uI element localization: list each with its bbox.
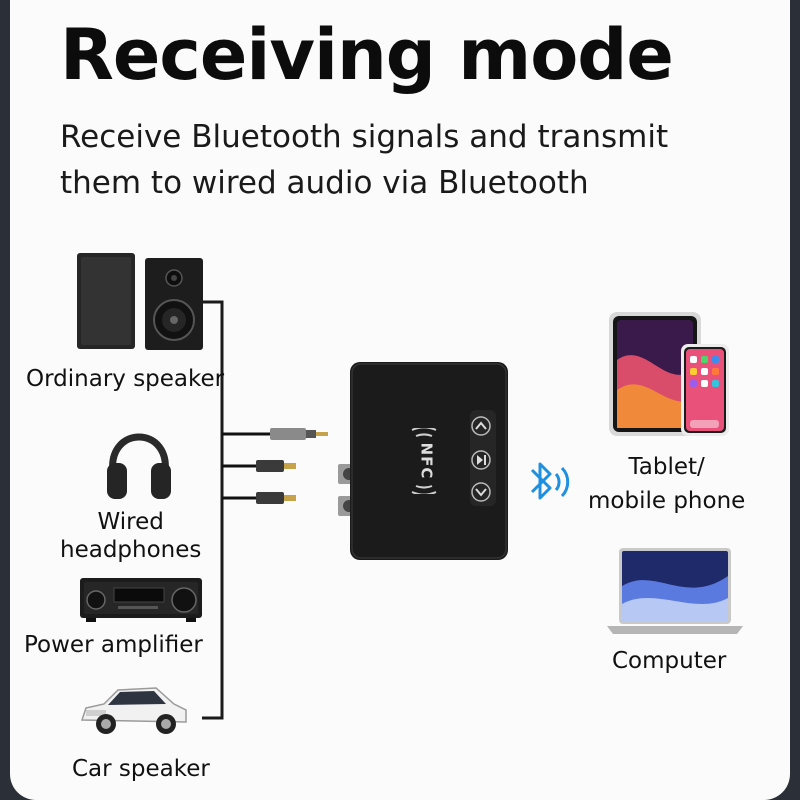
subtitle-line-1: Receive Bluetooth signals and transmit [60, 119, 669, 155]
label-wired-headphones-line-1: Wired [97, 509, 164, 535]
amplifier-image [80, 578, 202, 622]
car-image [80, 687, 187, 734]
label-tablet-line-1: Tablet/ [628, 454, 705, 480]
bluetooth-signal-icon [530, 462, 570, 500]
subtitle-line-2: them to wired audio via Bluetooth [60, 165, 589, 201]
label-tablet-mobile-phone: Tablet/ mobile phone [588, 450, 745, 518]
label-car-speaker: Car speaker [72, 756, 210, 782]
label-wired-headphones-line-2: headphones [60, 537, 202, 563]
label-power-amplifier: Power amplifier [24, 632, 203, 658]
bluetooth-receiver-device [338, 362, 508, 560]
chevron-up-icon[interactable] [471, 416, 491, 436]
chevron-down-icon[interactable] [471, 482, 491, 502]
play-pause-icon[interactable] [471, 450, 491, 470]
tablet-phone-image [609, 312, 729, 436]
page-subtitle: Receive Bluetooth signals and transmit t… [60, 114, 668, 206]
audio-cables [222, 428, 328, 504]
headphones-image [107, 433, 171, 499]
nfc-waves [411, 428, 437, 494]
label-wired-headphones: Wired headphones [60, 508, 201, 564]
label-tablet-line-2: mobile phone [588, 488, 746, 514]
page-title: Receiving mode [60, 14, 674, 96]
output-bracket [202, 300, 224, 720]
speaker-image [77, 253, 203, 350]
label-computer: Computer [612, 648, 727, 674]
label-ordinary-speaker: Ordinary speaker [26, 366, 225, 392]
laptop-image [607, 548, 743, 634]
